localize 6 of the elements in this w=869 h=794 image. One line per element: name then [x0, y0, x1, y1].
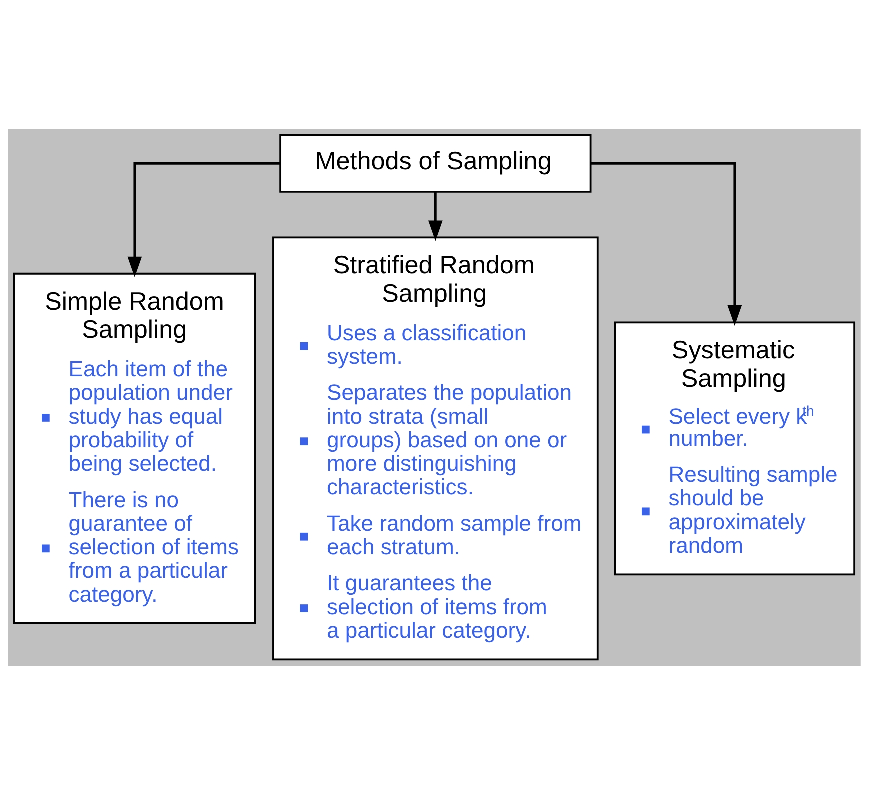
node-box: Simple Random Sampling Each item of the population under study has equal probability of being selected. There is no guarantee of selection of items from a particular category. [13, 272, 256, 624]
arrow [590, 162, 742, 326]
arrow [428, 192, 443, 241]
node-box: Methods of Sampling [280, 134, 592, 192]
arrow [128, 162, 280, 277]
node-box: Stratified Random Sampling Uses a classification system. Separates the population into strata (small groups) based on one or more distinguishing characteristics. Take random sample from each stratum. It guarantees the selection of items from a particular category. [272, 236, 599, 660]
